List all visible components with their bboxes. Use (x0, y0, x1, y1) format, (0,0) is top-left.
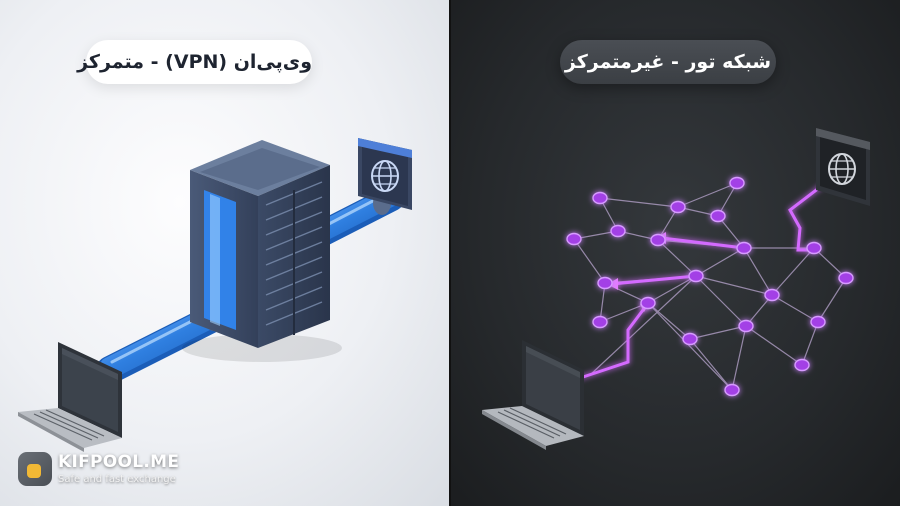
tor-path (579, 176, 833, 380)
tor-path-arrows (608, 174, 838, 312)
panel-divider (449, 0, 451, 506)
tor-network-edges (573, 182, 847, 391)
vpn-illustration (18, 138, 412, 452)
tor-title-badge: شبکه تور - غیرمتمرکز (560, 40, 776, 84)
globe-icon (358, 138, 412, 210)
laptop-icon (482, 340, 584, 450)
vpn-panel: وی‌پی‌ان (VPN) - متمرکز KIFPOOL.ME Safe … (0, 0, 450, 506)
network-node-icon (566, 176, 854, 397)
kifpool-logo-icon (18, 452, 52, 486)
server-icon (182, 140, 342, 362)
brand-name: KIFPOOL.ME (58, 452, 180, 472)
vpn-title-badge: وی‌پی‌ان (VPN) - متمرکز (77, 40, 312, 84)
globe-icon (816, 128, 870, 206)
laptop-icon (18, 342, 122, 452)
tor-panel: شبکه تور - غیرمتمرکز (450, 0, 900, 506)
tor-illustration (482, 128, 870, 450)
brand-tagline: Safe and fast exchange (58, 474, 176, 485)
